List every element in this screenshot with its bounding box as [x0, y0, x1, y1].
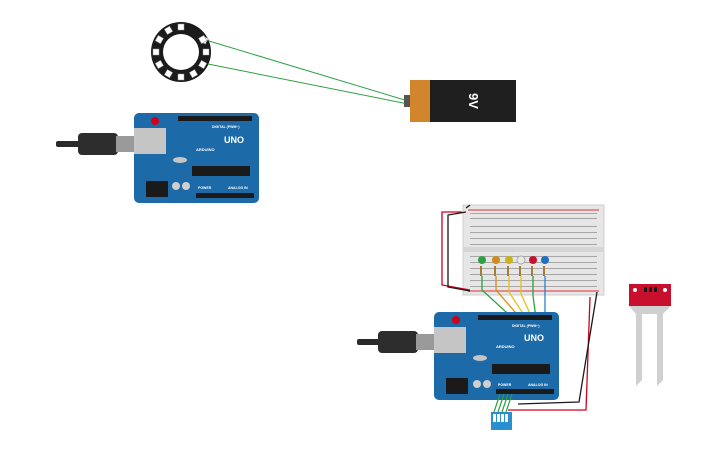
led-green[interactable] — [478, 256, 486, 276]
ring-battery-wires[interactable] — [207, 40, 409, 105]
usb-port — [434, 327, 466, 353]
usb-cable-bottom[interactable] — [357, 331, 434, 353]
battery-terminals — [404, 95, 412, 107]
mcu-chip — [492, 364, 550, 374]
battery-body — [430, 80, 516, 122]
analog-header — [196, 193, 254, 198]
power-label: POWER — [498, 383, 512, 387]
analog-label: ANALOG IN — [228, 186, 248, 190]
reset-button[interactable] — [151, 117, 159, 125]
digital-label: DIGITAL (PWM~) — [512, 324, 540, 328]
battery-cap — [410, 80, 432, 122]
analog-label: ANALOG IN — [528, 383, 548, 387]
reset-button[interactable] — [452, 316, 460, 324]
digital-label: DIGITAL (PWM~) — [212, 125, 240, 129]
led-blue[interactable] — [541, 256, 549, 276]
board-maker: ARDUINO — [496, 344, 515, 349]
board-maker: ARDUINO — [196, 147, 215, 152]
battery-9v[interactable]: 9V — [404, 80, 516, 122]
arduino-uno-top[interactable]: UNO ARDUINO DIGITAL (PWM~) ANALOG IN POW… — [134, 113, 259, 203]
neopixel-ring[interactable] — [151, 22, 211, 82]
board-brand: UNO — [224, 135, 244, 145]
power-jack — [446, 378, 468, 394]
board-brand: UNO — [524, 333, 544, 343]
usb-cable-top[interactable] — [56, 133, 134, 155]
led-group[interactable] — [478, 255, 549, 276]
led-white[interactable] — [516, 255, 526, 276]
breadboard[interactable] — [462, 204, 605, 296]
battery-label: 9V — [466, 93, 481, 109]
digital-header — [478, 315, 552, 320]
led-orange[interactable] — [492, 256, 500, 276]
power-jack — [146, 181, 168, 197]
digital-header — [178, 116, 252, 121]
arduino-uno-bottom[interactable]: UNO ARDUINO DIGITAL (PWM~) ANALOG IN POW… — [434, 312, 559, 400]
led-yellow[interactable] — [505, 256, 513, 276]
led-wires[interactable] — [441, 204, 598, 411]
soil-moisture-sensor[interactable] — [629, 284, 671, 386]
led-red[interactable] — [529, 256, 537, 276]
usb-port — [134, 128, 166, 154]
mcu-chip — [192, 166, 250, 176]
power-label: POWER — [198, 186, 212, 190]
dip-switch[interactable] — [491, 393, 513, 430]
analog-header — [496, 389, 554, 394]
